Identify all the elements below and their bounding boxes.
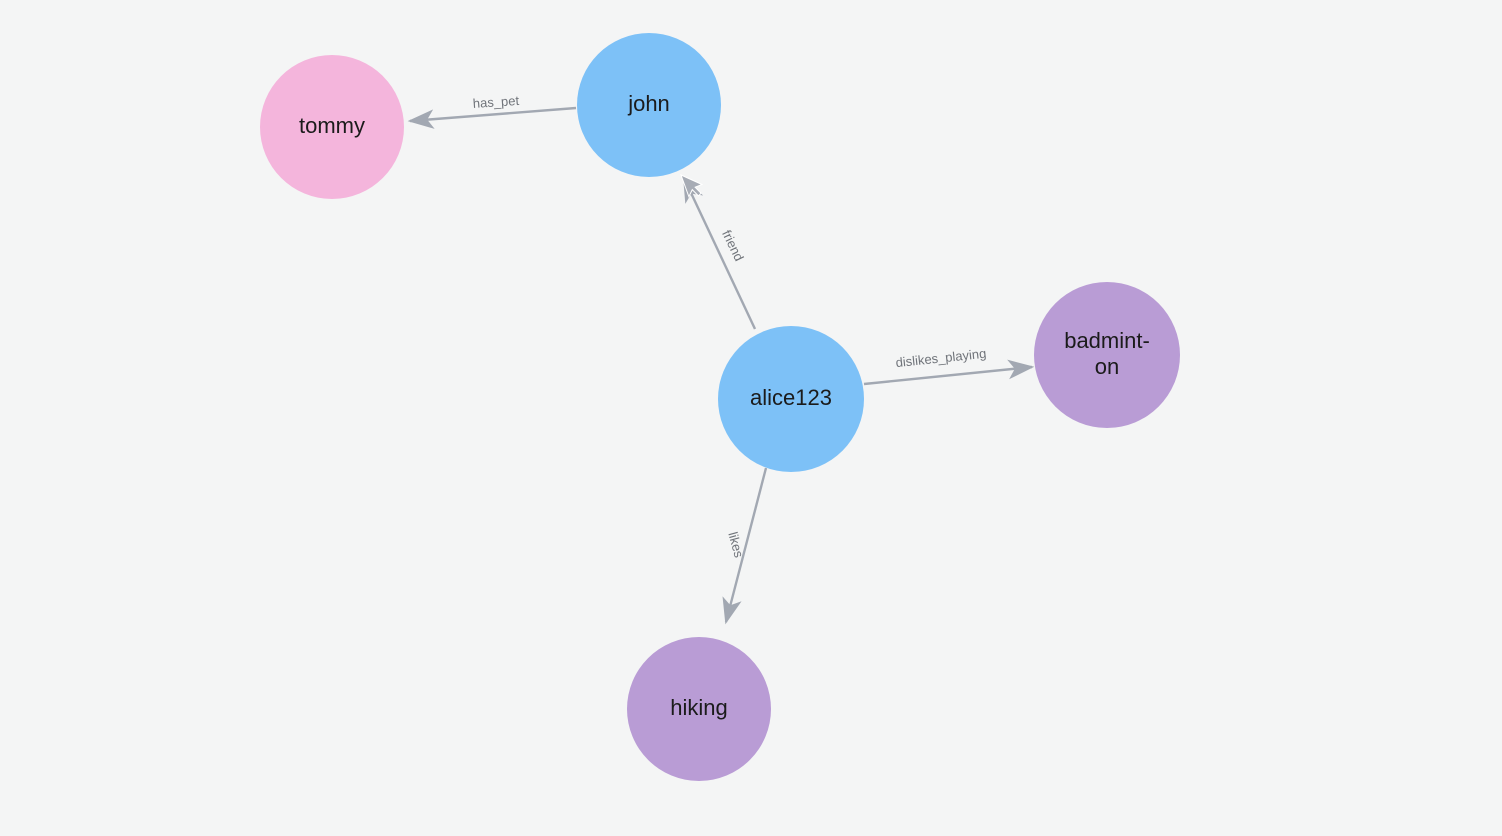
graph-edge-alice123-likes-hiking[interactable] xyxy=(722,467,768,625)
edges-layer xyxy=(407,106,1035,625)
graph-edge-alice123-friend-john[interactable] xyxy=(682,175,757,330)
graph-node-john[interactable]: john xyxy=(577,33,721,177)
nodes-layer: tommy john alice123 badmint-on hiking xyxy=(260,33,1180,781)
node-circle-john[interactable] xyxy=(577,33,721,177)
edge-label-alice123-likes-hiking[interactable]: likes xyxy=(725,530,746,559)
graph-node-hiking[interactable]: hiking xyxy=(627,637,771,781)
edge-label-alice123-friend-john[interactable]: friend xyxy=(719,228,747,264)
graph-edge-john-has_pet-tommy[interactable] xyxy=(407,106,577,129)
graph-node-badminton[interactable]: badmint-on xyxy=(1034,282,1180,428)
node-circle-hiking[interactable] xyxy=(627,637,771,781)
graph-node-alice123[interactable]: alice123 xyxy=(718,326,864,472)
node-circle-badminton[interactable] xyxy=(1034,282,1180,428)
node-circle-tommy[interactable] xyxy=(260,55,404,199)
graph-edge-alice123-dislikes_playing-badminton[interactable] xyxy=(863,359,1035,386)
edge-label-alice123-dislikes_playing-badminton[interactable]: dislikes_playing xyxy=(895,346,987,370)
edge-label-john-has_pet-tommy[interactable]: has_pet xyxy=(472,93,520,111)
node-circle-alice123[interactable] xyxy=(718,326,864,472)
graph-node-tommy[interactable]: tommy xyxy=(260,55,404,199)
